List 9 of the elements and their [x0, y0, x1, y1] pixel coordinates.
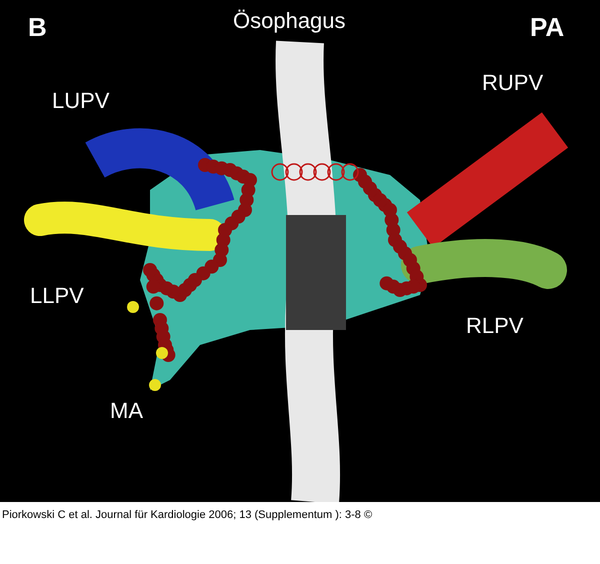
view-label: PA [530, 12, 564, 43]
citation-caption: Piorkowski C et al. Journal für Kardiologie 2006; 13 (Supplementum ): 3-8 © [2, 509, 372, 521]
structure-label: Ösophagus [233, 8, 346, 34]
vein-label: RLPV [466, 313, 524, 339]
vein-label: RUPV [482, 70, 544, 96]
panel-letter: B [28, 12, 47, 43]
structure-label: MA [110, 398, 143, 424]
vein-label: LLPV [30, 283, 84, 309]
vein-label: LUPV [52, 88, 110, 114]
